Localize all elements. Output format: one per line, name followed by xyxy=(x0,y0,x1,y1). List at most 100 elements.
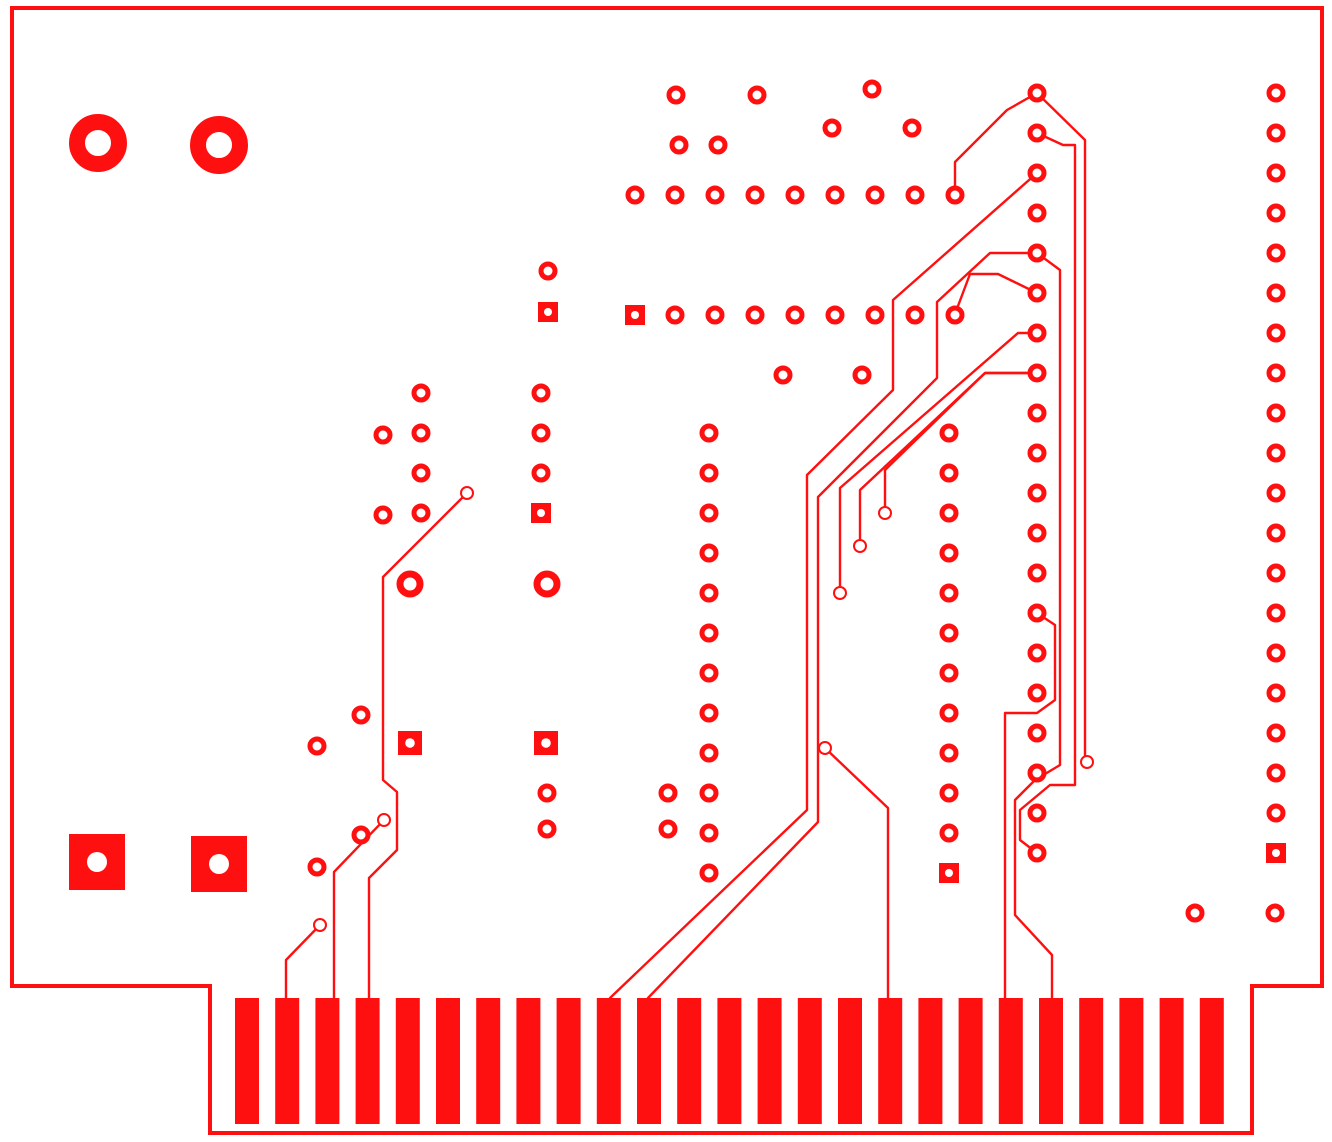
edge-finger xyxy=(436,998,460,1124)
trace xyxy=(367,491,469,1000)
pad xyxy=(537,819,557,839)
pad xyxy=(669,135,689,155)
trace xyxy=(646,251,1039,1000)
pad xyxy=(1027,83,1047,103)
pad xyxy=(1027,603,1047,623)
pad xyxy=(945,185,965,205)
trace xyxy=(284,923,322,1000)
edge-finger xyxy=(918,998,943,1124)
square-pad xyxy=(538,302,558,322)
pad xyxy=(1027,443,1047,463)
pad xyxy=(1266,723,1286,743)
pad xyxy=(785,185,805,205)
pad xyxy=(825,305,845,325)
pad xyxy=(666,85,686,105)
board-outline xyxy=(10,6,1324,1135)
pad xyxy=(1027,243,1047,263)
pad xyxy=(939,543,959,563)
pad xyxy=(1185,903,1205,923)
edge-finger xyxy=(637,998,661,1124)
edge-finger xyxy=(315,998,340,1124)
square-pad xyxy=(1266,843,1286,863)
edge-connector xyxy=(235,998,1224,1124)
via xyxy=(833,586,847,600)
edge-finger xyxy=(717,998,742,1124)
pad xyxy=(705,185,725,205)
pad xyxy=(1266,483,1286,503)
edge-finger xyxy=(596,998,621,1124)
pad xyxy=(945,305,965,325)
pad xyxy=(1265,903,1285,923)
pads xyxy=(307,79,1286,923)
pad xyxy=(1027,803,1047,823)
pad xyxy=(939,743,959,763)
edge-finger xyxy=(878,998,903,1124)
pad xyxy=(373,505,393,525)
pad xyxy=(1027,323,1047,343)
trace xyxy=(883,371,1039,514)
pad xyxy=(1266,523,1286,543)
via xyxy=(460,486,474,500)
pad xyxy=(665,185,685,205)
edge-finger xyxy=(275,998,300,1124)
pad xyxy=(1027,483,1047,503)
pad xyxy=(537,783,557,803)
pad xyxy=(939,463,959,483)
via xyxy=(818,741,832,755)
via xyxy=(853,539,867,553)
pad xyxy=(699,783,719,803)
pad xyxy=(1266,163,1286,183)
pad xyxy=(1266,403,1286,423)
edge-finger xyxy=(556,998,581,1124)
pad xyxy=(822,118,842,138)
edge-finger xyxy=(838,998,862,1124)
pad xyxy=(533,570,561,598)
square-pad xyxy=(398,731,422,755)
pad xyxy=(902,118,922,138)
pad xyxy=(658,783,678,803)
pad xyxy=(1027,203,1047,223)
trace xyxy=(1013,251,1062,1000)
pad xyxy=(699,583,719,603)
square-pad xyxy=(625,305,645,325)
pad xyxy=(1266,643,1286,663)
pad xyxy=(699,463,719,483)
pad xyxy=(745,185,765,205)
edge-finger xyxy=(355,998,380,1124)
pad xyxy=(1266,603,1286,623)
mounting-holes xyxy=(69,114,248,892)
square-pad xyxy=(534,731,558,755)
pad xyxy=(699,543,719,563)
trace xyxy=(953,91,1039,197)
pad xyxy=(665,305,685,325)
pad xyxy=(1266,683,1286,703)
pad xyxy=(699,423,719,443)
pad xyxy=(862,79,882,99)
pad xyxy=(538,261,558,281)
trace xyxy=(1003,611,1057,1000)
pad xyxy=(1266,443,1286,463)
pad xyxy=(658,819,678,839)
pad xyxy=(939,703,959,723)
pad xyxy=(699,623,719,643)
pad xyxy=(1027,763,1047,783)
pad xyxy=(939,503,959,523)
pad xyxy=(531,383,551,403)
pad xyxy=(699,823,719,843)
pad xyxy=(708,135,728,155)
trace xyxy=(608,171,1039,1000)
pad xyxy=(939,783,959,803)
edge-finger xyxy=(516,998,541,1124)
pad xyxy=(1266,803,1286,823)
via xyxy=(878,506,892,520)
pad xyxy=(373,425,393,445)
pad xyxy=(699,863,719,883)
edge-finger xyxy=(1119,998,1144,1124)
pad xyxy=(1027,723,1047,743)
pad xyxy=(351,825,371,845)
pad xyxy=(865,185,885,205)
pad xyxy=(825,185,845,205)
pad xyxy=(1027,563,1047,583)
pad xyxy=(411,503,431,523)
